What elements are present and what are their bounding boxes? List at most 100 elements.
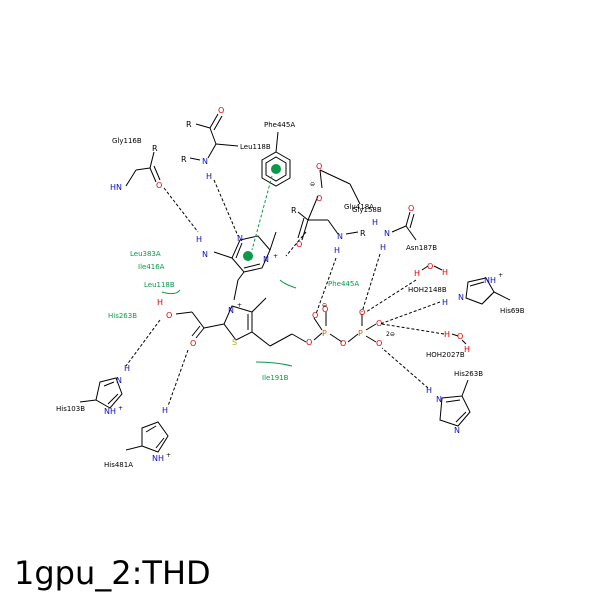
p2-o-c: O [376, 339, 382, 348]
diphosphate [313, 312, 377, 343]
his263b-h: H [426, 386, 432, 395]
p1-o-a: O [312, 311, 318, 320]
his103b-h: H [124, 364, 130, 373]
bridge-o1: O [306, 338, 312, 347]
his103b-n: N [116, 376, 122, 385]
gly116b-o: O [156, 181, 162, 190]
residue-gly116b: Gly116B [112, 137, 142, 145]
hoh2027b-h2: H [464, 345, 470, 354]
hoh2027b-o: O [457, 332, 463, 341]
phe445a-ring [261, 131, 291, 187]
his481a-nh: NH [152, 454, 164, 463]
amine-n: N [202, 250, 208, 259]
residue-his481a: His481A [104, 461, 133, 469]
his69b-ring [465, 277, 511, 305]
asn187b-fragment [391, 211, 417, 241]
his263b-ring [439, 379, 471, 427]
leu118b-n: N [202, 157, 208, 166]
bridge-o2: O [340, 339, 346, 348]
p1-o-b: O [322, 305, 328, 314]
gly116b-r: R [152, 144, 158, 153]
p2-charge: 2⊖ [386, 331, 395, 338]
his103b-nh: NH [104, 407, 116, 416]
asn187b-h1: H [372, 218, 378, 227]
residue-phe445a-top: Phe445A [264, 121, 295, 129]
leu118b-r2: R [181, 155, 187, 164]
residue-hoh2148b: HOH2148B [408, 286, 447, 294]
thiazolium-ring [175, 297, 307, 347]
residue-gly158b: Gly158B [352, 206, 382, 214]
residue-glu418a: Glu418A [344, 203, 374, 211]
his481a-h: H [162, 406, 168, 415]
hoh2027b-fragment [451, 333, 467, 345]
residue-leu118b-top: Leu118B [240, 143, 271, 151]
hoh2148b-h1: H [414, 269, 420, 278]
hydrogen-bonds [125, 175, 445, 407]
gly116b-hn: HN [110, 183, 122, 192]
residue-leu383a: Leu383A [130, 250, 161, 258]
hoh2027b-h1: H [444, 330, 450, 339]
residue-phe445a-green: Phe445A [328, 280, 359, 288]
leu118b-h: H [206, 172, 212, 181]
residue-his103b: His103B [56, 405, 85, 413]
ring-n3-charge: + [273, 253, 278, 260]
residue-hoh2027b: HOH2027B [426, 351, 465, 359]
hoh2148b-h2: H [442, 268, 448, 277]
carbonyl-o: O [190, 339, 196, 348]
hoh2148b-o: O [427, 262, 433, 271]
residue-his263b-green: His263B [108, 312, 137, 320]
his481a-ring [125, 421, 169, 453]
his263b-n2: N [454, 426, 460, 435]
diagram-title: 1gpu_2:THD [14, 554, 211, 592]
thiazolium-n: N [228, 306, 234, 315]
thiazolium-charge: + [237, 302, 242, 309]
asn187b-o: O [408, 204, 414, 213]
his69b-n: N [458, 293, 464, 302]
hydroxyl-o: O [166, 311, 172, 320]
residue-his69b: His69B [500, 307, 525, 315]
phe445a-centroid [271, 164, 281, 174]
residue-his263b-right: His263B [454, 370, 483, 378]
his69b-h: H [442, 298, 448, 307]
ring-n3: N [263, 255, 269, 264]
amine-h: H [196, 235, 202, 244]
glu418a-charge: ⊖ [310, 181, 315, 188]
gly116b-fragment [125, 151, 161, 187]
glu418a-fragment [297, 169, 361, 241]
gly158b-h: H [334, 246, 340, 255]
hydrophobic-arcs [161, 279, 297, 367]
residue-leu118b-green: Leu118B [144, 281, 175, 289]
p2-o-b: O [376, 319, 382, 328]
ring-n1: N [237, 234, 243, 243]
aromatic-centroid [243, 251, 253, 261]
leu118b-o: O [218, 106, 224, 115]
glu418a-o3: O [296, 240, 302, 249]
thiazolium-s: S [232, 338, 237, 347]
glu418a-o2: O [316, 194, 322, 203]
asn187b-h2: H [380, 243, 386, 252]
his481a-charge: + [166, 452, 171, 459]
his103b-ring [79, 377, 123, 409]
his103b-charge: + [118, 405, 123, 412]
residue-ile416a: Ile416A [138, 263, 165, 271]
p1-charge: ⊖ [322, 302, 327, 309]
p2-o-a: O [359, 308, 365, 317]
leu118b-fragment [189, 113, 239, 161]
residue-ile191b: Ile191B [262, 374, 289, 382]
his69b-nh: NH [484, 276, 496, 285]
pyrimidine-ring [213, 231, 277, 301]
asn187b-n: N [384, 229, 390, 238]
his69b-charge: + [498, 272, 503, 279]
glu418a-o1: O [316, 162, 322, 171]
phosphate-p2: P [358, 329, 363, 338]
residue-asn187b: Asn187B [406, 244, 437, 252]
glu418a-r: R [291, 206, 297, 215]
hydroxyl-h: H [157, 298, 163, 307]
his263b-n1: N [436, 395, 442, 404]
hoh2148b-fragment [421, 265, 443, 271]
leu118b-r1: R [186, 120, 192, 129]
phosphate-p1: P [322, 329, 327, 338]
gly158b-n: N [337, 232, 343, 241]
gly158b-r: R [360, 229, 366, 238]
